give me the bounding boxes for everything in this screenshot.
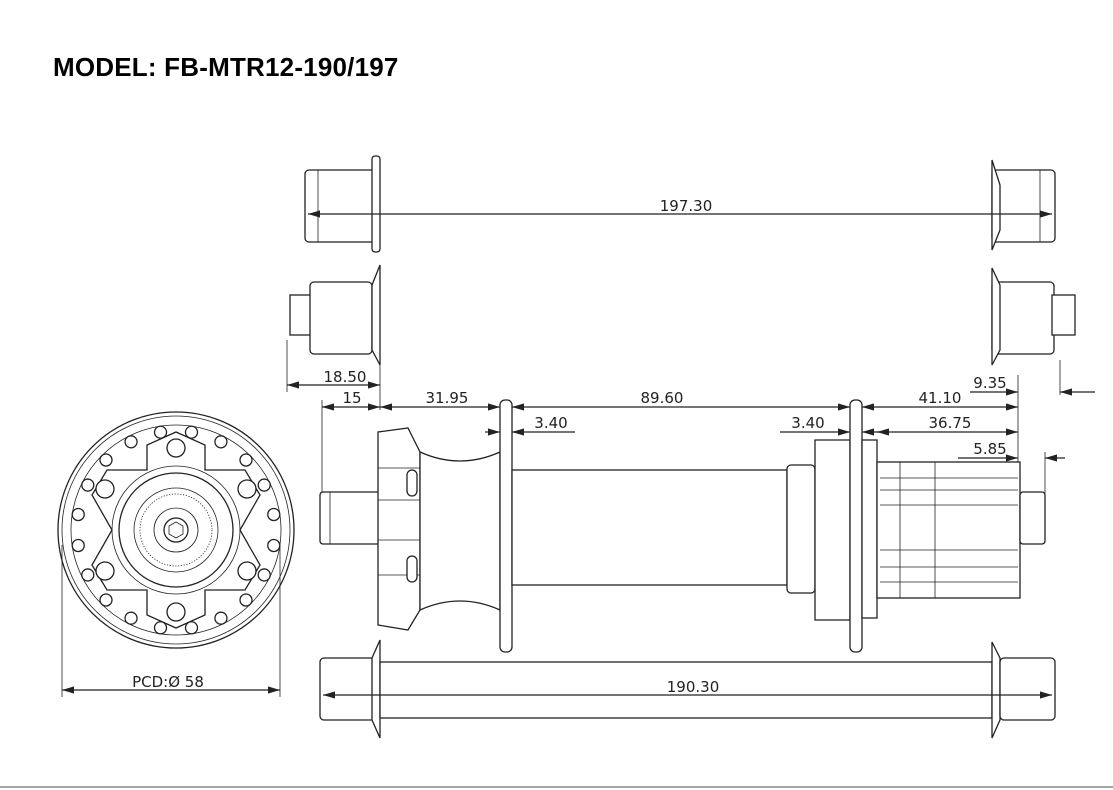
spoke-hole <box>71 538 85 553</box>
spoke-hole <box>267 538 281 553</box>
rotor-bolt-hole <box>237 561 257 581</box>
dim-label-197-30: 197.30 <box>660 197 713 215</box>
dim-label-9-35: 9.35 <box>973 374 1006 392</box>
dim-label-18-50: 18.50 <box>324 368 367 386</box>
dim-label-31-95: 31.95 <box>426 389 469 407</box>
spoke-hole <box>214 435 228 449</box>
spoke-hole <box>81 568 95 582</box>
spoke-hole <box>99 593 113 607</box>
rotor-bolt-hole <box>237 479 257 499</box>
dim-label-pcd: PCD:Ø 58 <box>132 673 204 691</box>
dim-label-89-60: 89.60 <box>641 389 684 407</box>
top-axle-end-caps <box>304 155 1056 253</box>
dim-label-15: 15 <box>342 389 361 407</box>
rotor-bolt-hole <box>166 602 186 622</box>
spoke-hole <box>124 435 138 449</box>
spoke-hole <box>124 611 138 625</box>
dim-label-41-10: 41.10 <box>919 389 962 407</box>
spoke-hole <box>99 453 113 467</box>
spoke-hole <box>257 478 271 492</box>
dim-label-5-85: 5.85 <box>973 440 1006 458</box>
dim-label-190-30: 190.30 <box>667 678 720 696</box>
rotor-bolt-hole <box>95 561 115 581</box>
rotor-bolt-hole <box>95 479 115 499</box>
spoke-hole <box>239 593 253 607</box>
spoke-hole <box>81 478 95 492</box>
spoke-hole <box>184 425 199 439</box>
spoke-hole <box>153 425 168 439</box>
spoke-hole <box>184 621 199 635</box>
spoke-hole <box>257 568 271 582</box>
dim-label-3-40-left: 3.40 <box>534 414 567 432</box>
rotor-bolt-hole <box>166 438 186 458</box>
dim-label-3-40-right: 3.40 <box>791 414 824 432</box>
spoke-hole <box>71 507 85 522</box>
spoke-hole <box>267 507 281 522</box>
spoke-hole <box>239 453 253 467</box>
hub-front-view <box>57 411 295 649</box>
dim-label-36-75: 36.75 <box>929 414 972 432</box>
spoke-hole <box>214 611 228 625</box>
bottom-axle <box>319 639 1056 739</box>
model-title: MODEL: FB-MTR12-190/197 <box>53 52 399 82</box>
spoke-hole <box>153 621 168 635</box>
hub-side-view <box>319 399 1046 653</box>
adapters-row <box>289 264 1076 366</box>
